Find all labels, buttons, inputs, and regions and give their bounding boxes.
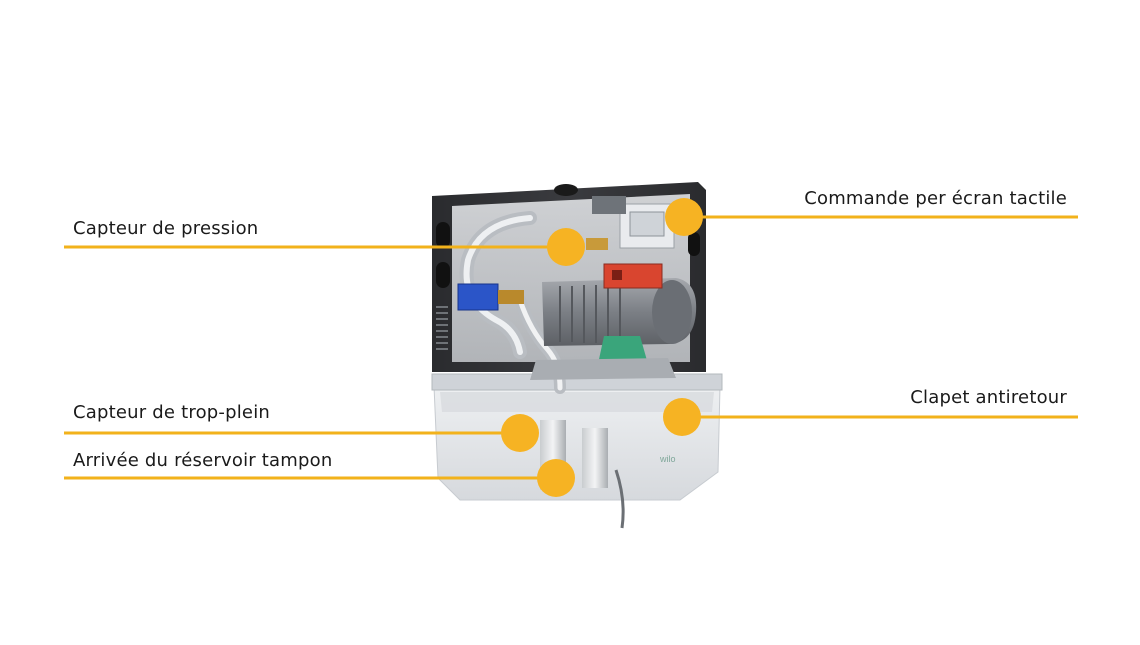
callout-dot-check-valve (663, 398, 701, 436)
label-pressure-sensor: Capteur de pression (73, 218, 259, 239)
callout-dot-buffer-tank-inlet (537, 459, 575, 497)
label-buffer-tank-inlet: Arrivée du réservoir tampon (73, 450, 333, 471)
brand-mark: wilo (659, 454, 676, 464)
brass-fitting (586, 238, 608, 250)
callout-dot-touchscreen-control (665, 198, 703, 236)
pump (530, 263, 697, 380)
callout-dot-overflow-sensor (501, 414, 539, 452)
label-check-valve: Clapet antiretour (910, 387, 1067, 408)
callout-dots (501, 198, 703, 497)
label-touchscreen-control: Commande per écran tactile (804, 188, 1067, 209)
callout-lines (64, 215, 1078, 480)
buffer-tank: wilo (431, 373, 723, 501)
callout-dot-pressure-sensor (547, 228, 585, 266)
label-overflow-sensor: Capteur de trop-plein (73, 402, 271, 423)
solenoid-valve (457, 283, 524, 311)
sensor-cable (614, 469, 625, 529)
touchscreen-unit (592, 196, 675, 249)
